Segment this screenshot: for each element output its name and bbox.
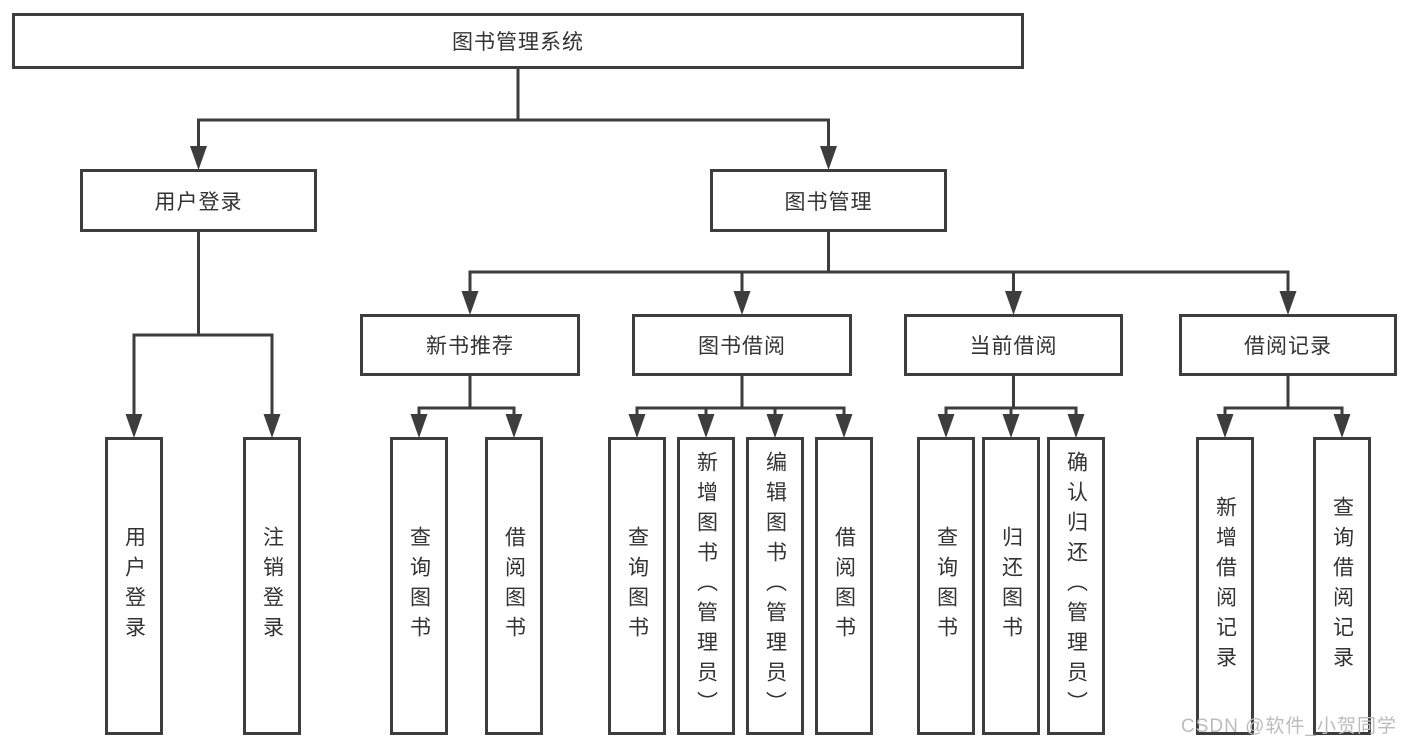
node-label: 查询借阅记录: [1330, 496, 1354, 676]
arrowhead-icon: [1005, 291, 1022, 315]
arrowhead-icon: [125, 414, 143, 438]
node-book-management: 图书管理: [710, 169, 947, 232]
arrowhead-icon: [263, 414, 281, 438]
node-borrow-books-recommend: 借阅图书: [485, 437, 543, 735]
node-label: 图书管理系统: [452, 31, 584, 54]
node-add-borrow-record: 新增借阅记录: [1196, 437, 1254, 735]
node-label: 借阅图书: [502, 526, 526, 646]
node-user-login: 用户登录: [80, 169, 317, 232]
node-borrow-books-borrow: 借阅图书: [815, 437, 873, 735]
node-query-books-current: 查询图书: [917, 437, 975, 735]
node-query-books-borrow: 查询图书: [608, 437, 666, 735]
node-return-books: 归还图书: [982, 437, 1040, 735]
node-add-books-admin: 新增图书（管理员）: [677, 437, 735, 735]
arrowhead-icon: [1067, 414, 1085, 438]
node-label: 当前借阅: [969, 335, 1058, 358]
node-label: 图书借阅: [698, 335, 786, 358]
node-query-books-recommend: 查询图书: [390, 437, 448, 735]
node-book-borrow: 图书借阅: [632, 314, 852, 376]
node-label: 用户登录: [154, 190, 243, 214]
node-new-book-recommend: 新书推荐: [360, 314, 580, 376]
node-label: 借阅图书: [832, 526, 856, 646]
node-borrow-records: 借阅记录: [1179, 314, 1397, 376]
node-label: 新增图书（管理员）: [694, 451, 718, 721]
node-user-login-action: 用户登录: [105, 437, 163, 735]
node-label: 归还图书: [999, 526, 1023, 646]
node-edit-books-admin: 编辑图书（管理员）: [746, 437, 804, 735]
node-label: 用户登录: [122, 526, 146, 646]
arrowhead-icon: [697, 414, 715, 438]
node-label: 编辑图书（管理员）: [763, 451, 787, 721]
arrowhead-icon: [1216, 414, 1234, 438]
node-label: 图书管理: [784, 190, 873, 214]
arrowhead-icon: [1279, 291, 1297, 315]
arrowhead-icon: [835, 414, 853, 438]
arrowhead-icon: [733, 291, 751, 315]
node-label: 注销登录: [260, 526, 284, 646]
node-label: 借阅记录: [1244, 335, 1332, 358]
node-confirm-return-admin: 确认归还（管理员）: [1047, 437, 1105, 735]
node-label: 查询图书: [625, 526, 649, 646]
arrowhead-icon: [190, 146, 207, 170]
node-query-borrow-record: 查询借阅记录: [1313, 437, 1371, 735]
watermark: CSDN @软件_小贺同学: [1181, 716, 1397, 737]
arrowhead-icon: [1333, 414, 1351, 438]
arrowhead-icon: [1002, 414, 1020, 438]
node-label: 查询图书: [407, 526, 431, 646]
node-label: 新书推荐: [426, 335, 514, 358]
node-label: 新增借阅记录: [1213, 496, 1237, 676]
node-label: 查询图书: [934, 526, 958, 646]
node-logout-action: 注销登录: [243, 437, 301, 735]
arrowhead-icon: [766, 414, 784, 438]
arrowhead-icon: [505, 414, 523, 438]
node-system: 图书管理系统: [12, 13, 1024, 69]
node-label: 确认归还（管理员）: [1064, 451, 1088, 721]
arrowhead-icon: [461, 291, 479, 315]
node-current-borrow: 当前借阅: [904, 314, 1123, 376]
arrowhead-icon: [937, 414, 955, 438]
arrowhead-icon: [410, 414, 428, 438]
arrowhead-icon: [628, 414, 646, 438]
arrowhead-icon: [820, 146, 837, 170]
